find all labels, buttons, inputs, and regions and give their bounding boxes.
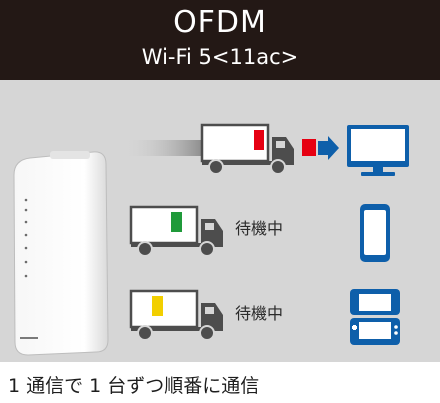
arrow-icon [318, 136, 339, 160]
caption: 1 通信で 1 台ずつ順番に通信 [8, 375, 260, 397]
truck-icon [129, 205, 223, 257]
router-icon [13, 151, 109, 356]
smartphone-icon [360, 204, 390, 262]
waiting-label: 待機中 [235, 219, 284, 238]
monitor-icon [347, 125, 409, 176]
truck-icon [129, 289, 223, 341]
game-console-icon [350, 289, 400, 345]
diagram-subtitle: Wi-Fi 5<11ac> [141, 45, 299, 69]
truck-icon [200, 123, 294, 175]
packet-stream [122, 139, 316, 156]
waiting-label: 待機中 [235, 304, 284, 323]
header-band: OFDM Wi-Fi 5<11ac> [0, 0, 440, 80]
diagram-title: OFDM [173, 5, 267, 40]
